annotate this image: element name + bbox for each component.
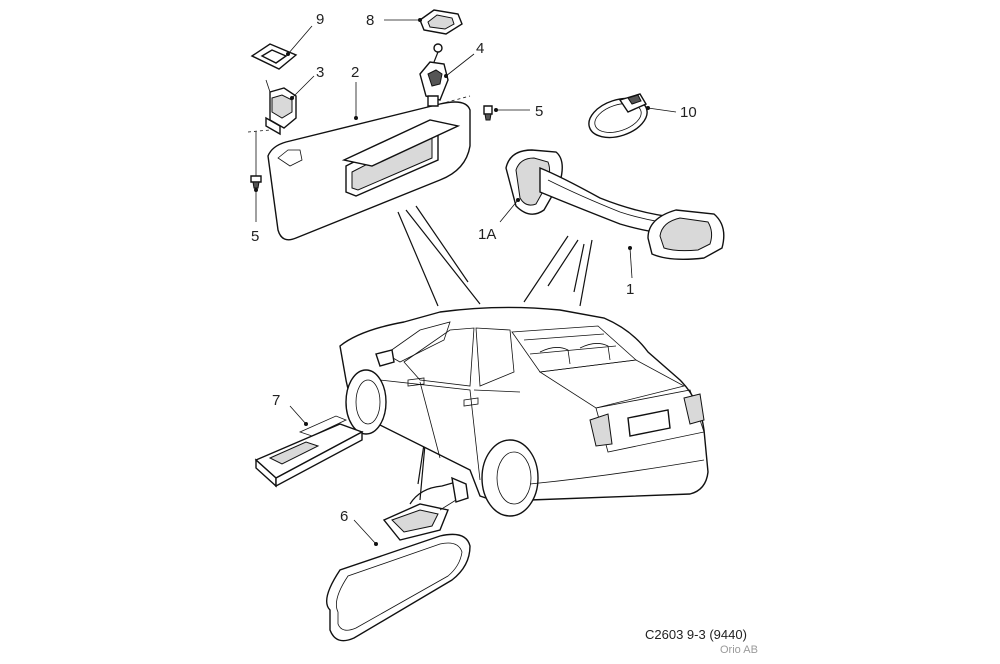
callout-1: 1 [626,281,634,298]
callout-7: 7 [272,392,280,409]
callout-8: 8 [366,12,374,29]
part-1-grab-handle [505,149,725,261]
part-10-lamp [588,93,648,139]
part-8-cover [419,9,463,35]
callout-6: 6 [340,508,348,525]
callout-1a: 1A [478,226,496,243]
callout-4: 4 [476,40,484,57]
part-5-screw-left [250,175,262,189]
part-9-clip [250,43,298,70]
part-4-bracket [419,43,449,107]
callout-5-left: 5 [251,228,259,245]
car-body [339,306,709,517]
callout-10: 10 [680,104,697,121]
callout-3: 3 [316,64,324,81]
copyright-owner: Orio AB [720,644,758,656]
part-3-holder [265,79,297,136]
part-6-rearview-mirror [326,476,471,642]
callout-leaders [254,18,677,546]
part-2-sun-visor [267,101,471,241]
callout-5-right: 5 [535,103,543,120]
part-5-screw-right [483,105,493,121]
diagram-code: C2603 9-3 (9440) [645,627,747,642]
callout-2: 2 [351,64,359,81]
callout-9: 9 [316,11,324,28]
part-7-tray [254,415,364,488]
